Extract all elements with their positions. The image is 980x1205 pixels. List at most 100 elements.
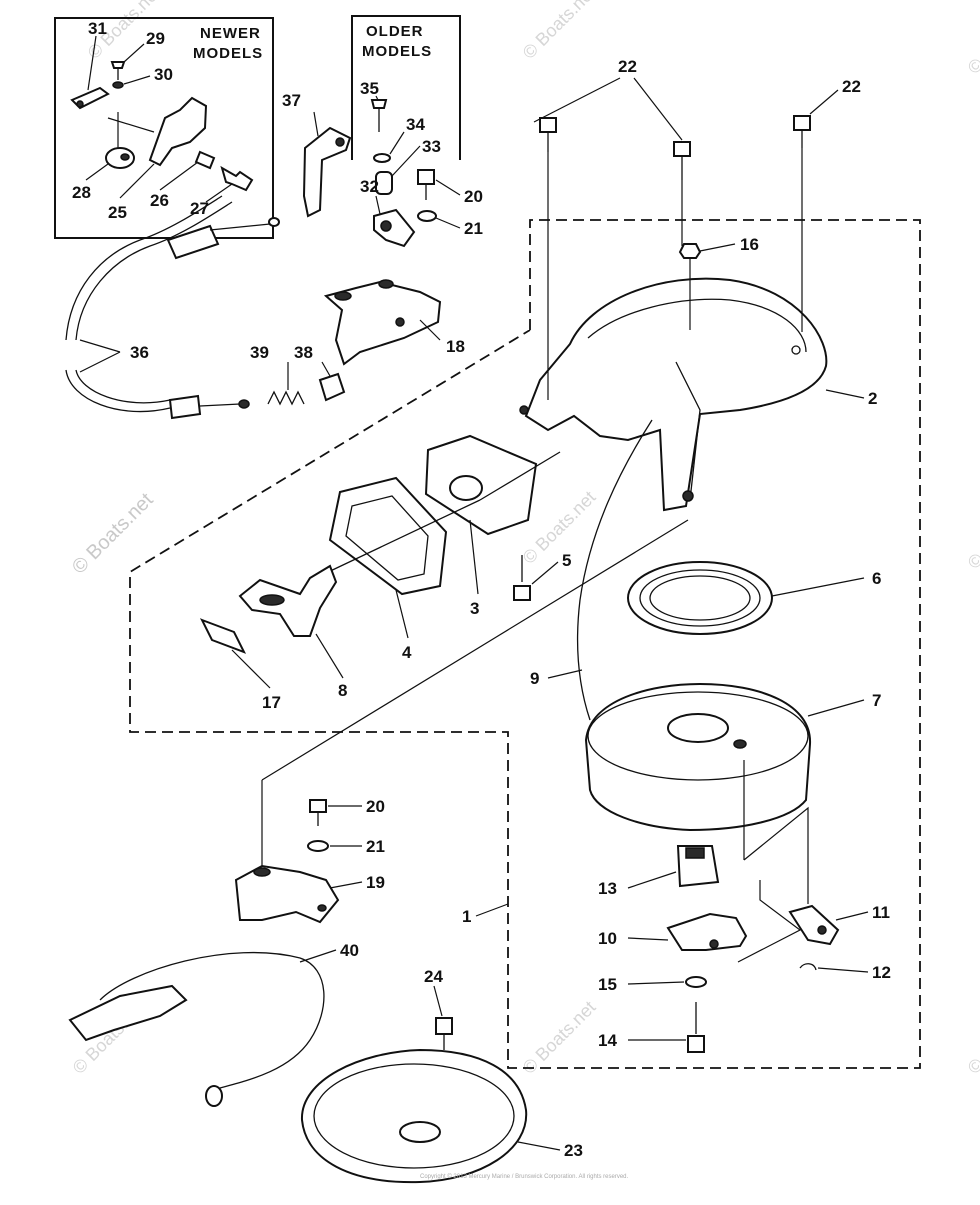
leader-38 (321, 361, 331, 377)
leader-29 (123, 43, 145, 63)
part-6-rewind-spring (627, 561, 773, 635)
leader-lines (79, 35, 869, 1151)
callout-29: 29 (146, 29, 165, 48)
starter-rope-to-housing (479, 451, 561, 501)
part-14-screw-head (687, 1035, 705, 1053)
older-models-header-line1: OLDER (366, 23, 424, 40)
part-28-bushing (105, 147, 135, 169)
leader-27 (205, 183, 233, 203)
leader-22-right (809, 89, 839, 115)
callout-21-a: 21 (464, 219, 483, 238)
part-5-screw-head (513, 585, 531, 601)
callout-25: 25 (108, 203, 127, 222)
bracket-19-to-housing-line (261, 519, 689, 781)
part-27-bolt (220, 165, 254, 192)
callout-6: 6 (872, 569, 881, 588)
leader-21-upper (435, 217, 461, 229)
callout-2: 2 (868, 389, 877, 408)
callout-35: 35 (360, 79, 379, 98)
part-18-bracket (323, 280, 442, 366)
leader-37 (313, 111, 319, 137)
part-18-hole-a (334, 291, 352, 301)
copyright-footer: Copyright © 2013 Mercury Marine / Brunsw… (420, 1173, 629, 1180)
watermark-bottom-center: © Boats.net (519, 997, 600, 1078)
newer-models-box (54, 17, 274, 239)
callout-7: 7 (872, 691, 881, 710)
part-36-cable-wire-upper (209, 223, 271, 231)
part-11-link-hole (817, 925, 827, 935)
housing-cable-hole (519, 405, 529, 415)
part-12-clip (799, 963, 817, 971)
leader-30 (123, 75, 151, 85)
callout-labels: 22 22 16 2 6 7 9 5 3 4 8 17 18 37 36 39 … (72, 19, 891, 1160)
part-40-rope (99, 951, 325, 1089)
callout-34: 34 (406, 115, 425, 134)
leader-1 (475, 903, 509, 917)
part-20-lower-screw-head (309, 799, 327, 813)
part-22-bolt-right-head (793, 115, 811, 131)
part-39-spring (267, 390, 305, 406)
housing-leg-line (675, 361, 701, 501)
callout-22-b: 22 (842, 77, 861, 96)
leader-7 (807, 699, 865, 717)
callout-30: 30 (154, 65, 173, 84)
part-28-bushing-hole (120, 153, 130, 161)
part-18-hole-b (378, 279, 394, 289)
leader-16 (699, 243, 736, 252)
leader-11 (835, 911, 869, 921)
callout-16: 16 (740, 235, 759, 254)
part-33-spacer (375, 171, 393, 195)
part-10-pawl (666, 912, 748, 951)
part-34-washer (373, 153, 391, 163)
part-16-nut (678, 243, 702, 259)
leader-36-lower (79, 351, 121, 373)
callout-14: 14 (598, 1031, 617, 1050)
leader-35 (375, 95, 379, 101)
part-23-starter-cup (300, 1048, 528, 1184)
part-40-rope-end (205, 1085, 223, 1107)
leader-20-upper (435, 179, 461, 196)
callout-31: 31 (88, 19, 107, 38)
part-23-center-hole (399, 1121, 441, 1143)
part-17-insert (199, 618, 247, 654)
part-13-bushing-square (685, 847, 705, 859)
callout-22-a: 22 (618, 57, 637, 76)
part-4-handle-grip-seal (328, 476, 448, 596)
callout-9: 9 (530, 669, 539, 688)
part-8-starter-handle (238, 564, 338, 637)
callout-20-a: 20 (464, 187, 483, 206)
watermark-large: © Boats.net (68, 489, 158, 579)
part-7-pulley-hub (667, 713, 729, 743)
part-24-screw-head (435, 1017, 453, 1035)
watermark-mid-right: © Boats.net (964, 492, 980, 573)
part-35-screw-head (370, 99, 388, 109)
leader-31 (87, 35, 97, 91)
leader-32 (375, 195, 381, 215)
part-36-cable-lower (65, 369, 171, 413)
link-leader-path (743, 806, 809, 904)
leader-23 (517, 1141, 561, 1151)
leader-19 (329, 881, 363, 889)
leader-33 (391, 145, 421, 177)
leader-28 (85, 163, 109, 181)
older-models-header-line2: MODELS (362, 43, 432, 60)
leader-24 (433, 985, 443, 1017)
callout-40: 40 (340, 941, 359, 960)
callout-37: 37 (282, 91, 301, 110)
part-10-pawl-hole (709, 939, 719, 949)
leader-40 (299, 949, 337, 963)
callout-5: 5 (562, 551, 571, 570)
newer-models-header-line2: MODELS (193, 45, 263, 62)
older-models-parts (370, 99, 416, 248)
part-7-pulley-face (587, 691, 809, 781)
callout-36: 36 (130, 343, 149, 362)
part-36-cable-wire-lower (199, 403, 241, 407)
callout-18: 18 (446, 337, 465, 356)
leader-18 (419, 319, 441, 341)
callout-11: 11 (872, 903, 890, 922)
part-25-lever (148, 96, 208, 167)
part-26-pin (194, 150, 216, 170)
leader-26 (159, 161, 199, 191)
newer-models-parts (70, 61, 254, 192)
